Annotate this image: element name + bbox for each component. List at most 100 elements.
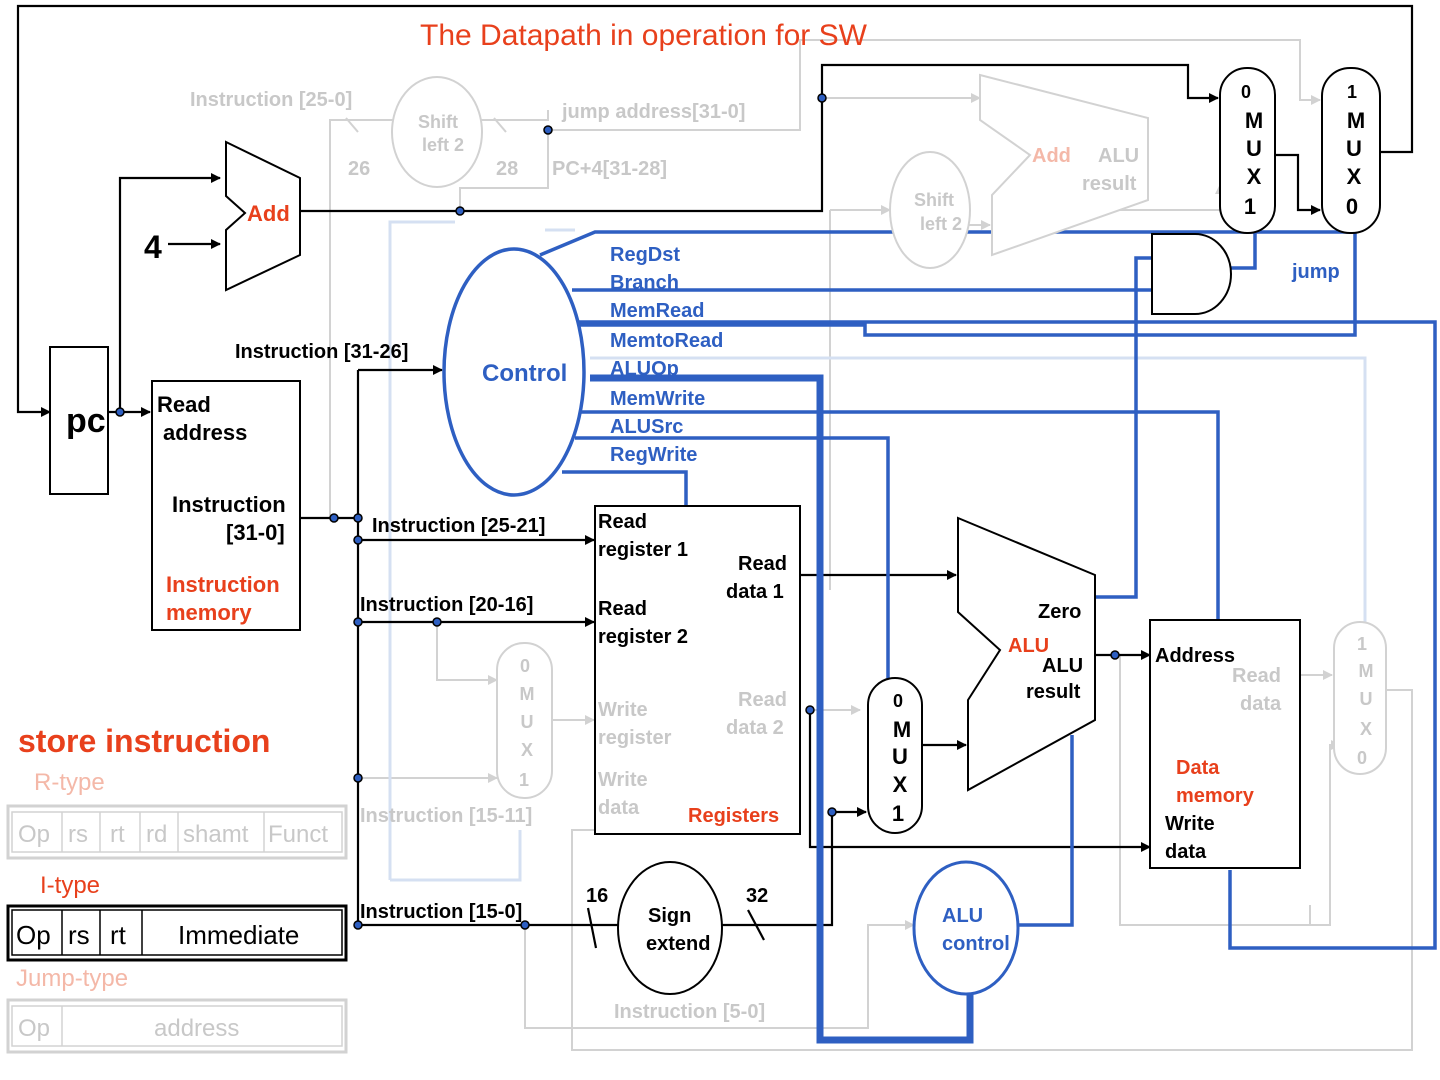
- itype-immediate: Immediate: [178, 920, 299, 950]
- sign-extend-line1: Sign: [648, 905, 691, 927]
- mux-alusrc-c3: X: [893, 772, 908, 797]
- alu-zero-label: Zero: [1038, 601, 1081, 623]
- bus-slash-26: [345, 117, 359, 133]
- mux-branch-c1: M: [1245, 108, 1263, 133]
- bus-slash-16: [586, 907, 598, 949]
- imem-name-line2: memory: [166, 600, 252, 625]
- imem-out-line2: [31-0]: [226, 520, 285, 545]
- sign-extend: Sign extend: [617, 861, 723, 995]
- signal-branch: Branch: [610, 272, 679, 294]
- junction-dots: [115, 93, 1120, 930]
- mux-jump: 1 M U X 0: [1321, 67, 1381, 234]
- reg-read1-line2: register 1: [598, 539, 688, 561]
- reg-read1-line1: Read: [598, 511, 647, 533]
- dmem-write-line2: data: [1165, 841, 1207, 863]
- pc-register: pc: [49, 346, 109, 495]
- instr-5-0-label: Instruction [5-0]: [614, 1001, 765, 1023]
- instruction-memory: Read address Instruction [31-0] Instruct…: [151, 380, 301, 631]
- alu-control-line2: control: [942, 933, 1010, 955]
- instr-15-0-label: Instruction [15-0]: [360, 901, 522, 923]
- itype-rt: rt: [110, 920, 127, 950]
- mux-jump-c2: U: [1346, 136, 1362, 161]
- instruction-format-legend: store instruction R-type Op rs rt rd sha…: [6, 723, 348, 1054]
- signal-memtoread: MemtoRead: [610, 330, 723, 352]
- signal-regwrite: RegWrite: [610, 444, 697, 466]
- branch-adder-result-line1: ALU: [1098, 145, 1139, 167]
- control-wires: [539, 230, 1437, 1044]
- imem-read-line1: Read: [157, 392, 211, 417]
- alu-control: ALU control: [912, 860, 1020, 996]
- rtype-rs: rs: [68, 821, 88, 848]
- control-label: Control: [482, 360, 567, 387]
- legend-jtype-label: Jump-type: [16, 965, 128, 992]
- signal-memwrite: MemWrite: [610, 388, 705, 410]
- sign-extend-width-in: 16: [586, 885, 608, 907]
- mux-regdst-c3: X: [521, 740, 533, 760]
- register-file: Read register 1 Read register 2 Write re…: [594, 505, 801, 835]
- jump-shift-left: Shift left 2: [391, 76, 483, 188]
- pc-adder-label: Add: [247, 201, 290, 226]
- mux-memtoreg: 1 M U X 0: [1333, 621, 1387, 775]
- inactive-wires: [329, 39, 1413, 1051]
- legend-jtype-row: Op address: [6, 998, 348, 1054]
- mux-alusrc-c0: 0: [893, 691, 903, 711]
- mux-branch-c4: 1: [1244, 194, 1256, 219]
- signal-alusrc: ALUSrc: [610, 416, 683, 438]
- mux-branch-c2: U: [1246, 136, 1262, 161]
- mux-memtoreg-c2: U: [1360, 689, 1373, 709]
- width-26-label: 26: [348, 158, 370, 180]
- instr-25-0-label: Instruction [25-0]: [190, 89, 352, 111]
- dmem-read-line1: Read: [1232, 665, 1281, 687]
- dmem-name-line2: memory: [1176, 785, 1255, 807]
- mux-jump-c1: M: [1347, 108, 1365, 133]
- jtype-address: address: [154, 1015, 239, 1042]
- mux-alusrc-c2: U: [892, 744, 908, 769]
- legend-itype-label: I-type: [40, 872, 100, 899]
- legend-rtype-row: Op rs rt rd shamt Funct: [6, 804, 348, 860]
- control-signal-labels: RegDst Branch MemRead MemtoRead ALUOp Me…: [610, 244, 723, 466]
- reg-write-reg-line1: Write: [598, 699, 648, 721]
- active-wires: [16, 4, 1414, 949]
- legend-rtype-label: R-type: [34, 769, 105, 796]
- mux-branch: 0 M U X 1: [1219, 67, 1276, 234]
- branch-shift-line1: Shift: [914, 190, 954, 210]
- imem-read-line2: address: [163, 420, 247, 445]
- data-memory: Address Read data Data memory Write data: [1149, 619, 1301, 869]
- mux-jump-c0: 1: [1347, 82, 1357, 102]
- branch-adder-label: Add: [1032, 145, 1071, 167]
- constant-four: 4: [144, 229, 162, 265]
- rtype-rt: rt: [110, 821, 125, 848]
- bus-slash-32: [747, 909, 765, 941]
- pc4-bits-label: PC+4[31-28]: [552, 158, 667, 180]
- signal-memread: MemRead: [610, 300, 704, 322]
- pc-adder: Add: [225, 140, 301, 292]
- reg-write-reg-line2: register: [598, 727, 672, 749]
- mux-memtoreg-c1: M: [1359, 661, 1374, 681]
- registers-name: Registers: [688, 805, 779, 827]
- signal-aluop: ALUOp: [610, 358, 679, 380]
- jump-shift-line2: left 2: [422, 135, 464, 155]
- instr-15-11-label: Instruction [15-11]: [360, 805, 532, 827]
- mux-branch-c0: 0: [1241, 82, 1251, 102]
- rtype-rd: rd: [146, 821, 167, 848]
- alu-result-line1: ALU: [1042, 655, 1083, 677]
- reg-write-data-line2: data: [598, 797, 640, 819]
- legend-itype-row: Op rs rt Immediate: [6, 904, 348, 962]
- mux-alusrc-c4: 1: [892, 801, 904, 826]
- dmem-write-line1: Write: [1165, 813, 1215, 835]
- instr-20-16-label: Instruction [20-16]: [360, 594, 533, 616]
- reg-write-data-line1: Write: [598, 769, 648, 791]
- branch-adder-result-line2: result: [1082, 173, 1137, 195]
- diagram-title: The Datapath in operation for SW: [420, 19, 868, 52]
- imem-out-line1: Instruction: [172, 492, 286, 517]
- bus-slash-28: [493, 117, 507, 133]
- legend-heading: store instruction: [18, 723, 270, 759]
- mux-memtoreg-c3: X: [1360, 719, 1372, 739]
- imem-name-line1: Instruction: [166, 572, 280, 597]
- mux-jump-c3: X: [1347, 164, 1362, 189]
- alu-control-line1: ALU: [942, 905, 983, 927]
- reg-read-data1-line1: Read: [738, 553, 787, 575]
- alu-label: ALU: [1008, 635, 1049, 657]
- mux-regdst-c2: U: [521, 712, 534, 732]
- mux-regdst: 0 M U X 1: [496, 642, 553, 799]
